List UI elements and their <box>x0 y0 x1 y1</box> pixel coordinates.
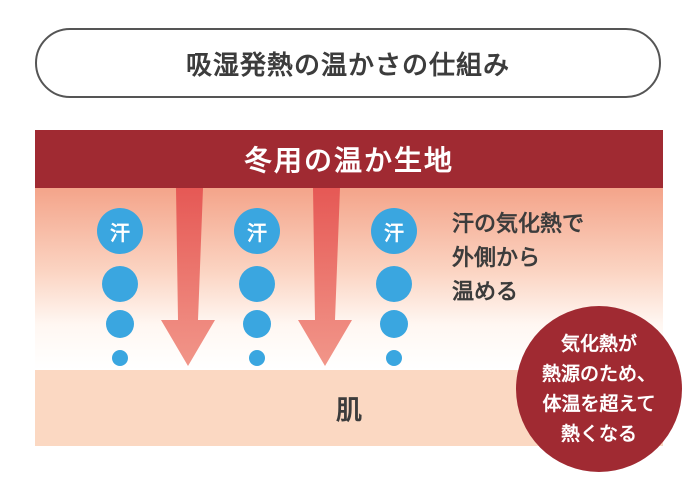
title-box: 吸湿発熱の温かさの仕組み <box>35 28 661 98</box>
sweat-drop <box>239 266 275 302</box>
sweat-badge: 汗 <box>234 208 280 254</box>
fabric-layer-header: 冬用の温か生地 <box>35 130 663 188</box>
explanation-line-3: 温める <box>452 280 519 305</box>
heat-arrow-1 <box>161 188 215 366</box>
sweat-drop <box>112 350 128 366</box>
callout-line-3: 体温を超えて <box>542 393 656 415</box>
skin-label: 肌 <box>335 395 362 426</box>
sweat-drop <box>376 266 412 302</box>
sweat-drop <box>106 310 134 338</box>
sweat-drop <box>386 350 402 366</box>
explanation-line-1: 汗の気化熱で <box>452 212 585 237</box>
sweat-drop <box>102 266 138 302</box>
sweat-drop <box>380 310 408 338</box>
callout-line-4: 熱くなる <box>560 423 637 445</box>
fabric-label: 冬用の温か生地 <box>243 144 454 177</box>
sweat-badge: 汗 <box>371 208 417 254</box>
explanation-text: 汗の気化熱で 外側から 温める <box>452 208 584 310</box>
sweat-column-2: 汗 <box>234 208 280 366</box>
page-title: 吸湿発熱の温かさの仕組み <box>185 50 510 81</box>
sweat-badge: 汗 <box>97 208 143 254</box>
sweat-column-3: 汗 <box>371 208 417 366</box>
callout-line-1: 気化熱が <box>560 333 637 355</box>
explanation-line-2: 外側から <box>452 246 541 271</box>
sweat-column-1: 汗 <box>97 208 143 366</box>
callout-line-2: 熱源のため、 <box>541 363 656 385</box>
heat-arrow-2 <box>298 188 352 366</box>
sweat-drop <box>249 350 265 366</box>
sweat-drop <box>243 310 271 338</box>
callout-badge: 気化熱が 熱源のため、 体温を超えて 熱くなる <box>516 306 682 472</box>
